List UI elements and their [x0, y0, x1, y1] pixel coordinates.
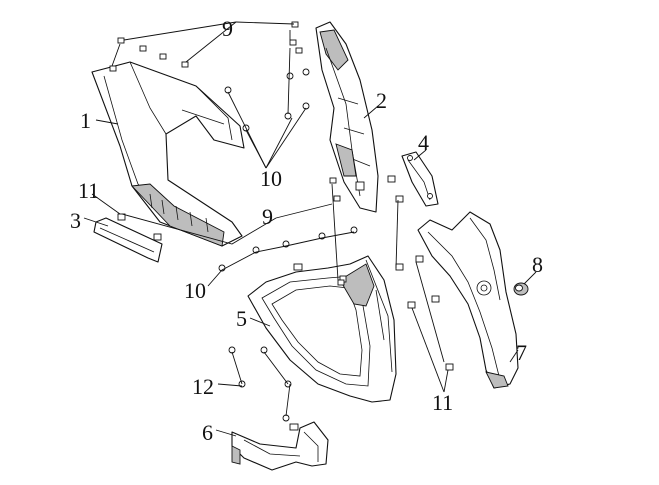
fasteners-nuts-11 [117, 175, 454, 371]
fasteners-screws-9 [109, 21, 345, 286]
part-5-headlight-housing [247, 255, 397, 403]
callout-9-middle: 9 [262, 204, 273, 229]
callout-2: 2 [376, 88, 387, 113]
part-3-trim-strip [93, 217, 163, 263]
callout-1: 1 [80, 108, 91, 133]
part-6-lower-bracket [231, 421, 329, 471]
callout-12: 12 [192, 374, 214, 399]
part-4-small-bracket [401, 151, 439, 207]
callout-11-left: 11 [78, 178, 99, 203]
leader-lines [83, 21, 537, 437]
callout-11-right: 11 [432, 390, 453, 415]
callout-10-top: 10 [260, 166, 282, 191]
part-7-right-cover [417, 211, 519, 389]
callout-8: 8 [532, 252, 543, 277]
callout-7: 7 [516, 340, 527, 365]
callout-6: 6 [202, 420, 213, 445]
callout-10-bottom: 10 [184, 278, 206, 303]
part-1-left-cover [91, 61, 245, 247]
fasteners-screws-12 [228, 346, 292, 422]
callout-labels: 1 2 3 4 5 6 7 8 9 9 10 10 11 11 12 [70, 16, 543, 445]
part-8-grommet [513, 282, 529, 296]
callout-3: 3 [70, 208, 81, 233]
part-2-inner-bracket [315, 21, 379, 213]
fasteners-clips-10 [218, 68, 358, 272]
callout-9-top: 9 [222, 16, 233, 41]
callout-4: 4 [418, 130, 429, 155]
callout-5: 5 [236, 306, 247, 331]
